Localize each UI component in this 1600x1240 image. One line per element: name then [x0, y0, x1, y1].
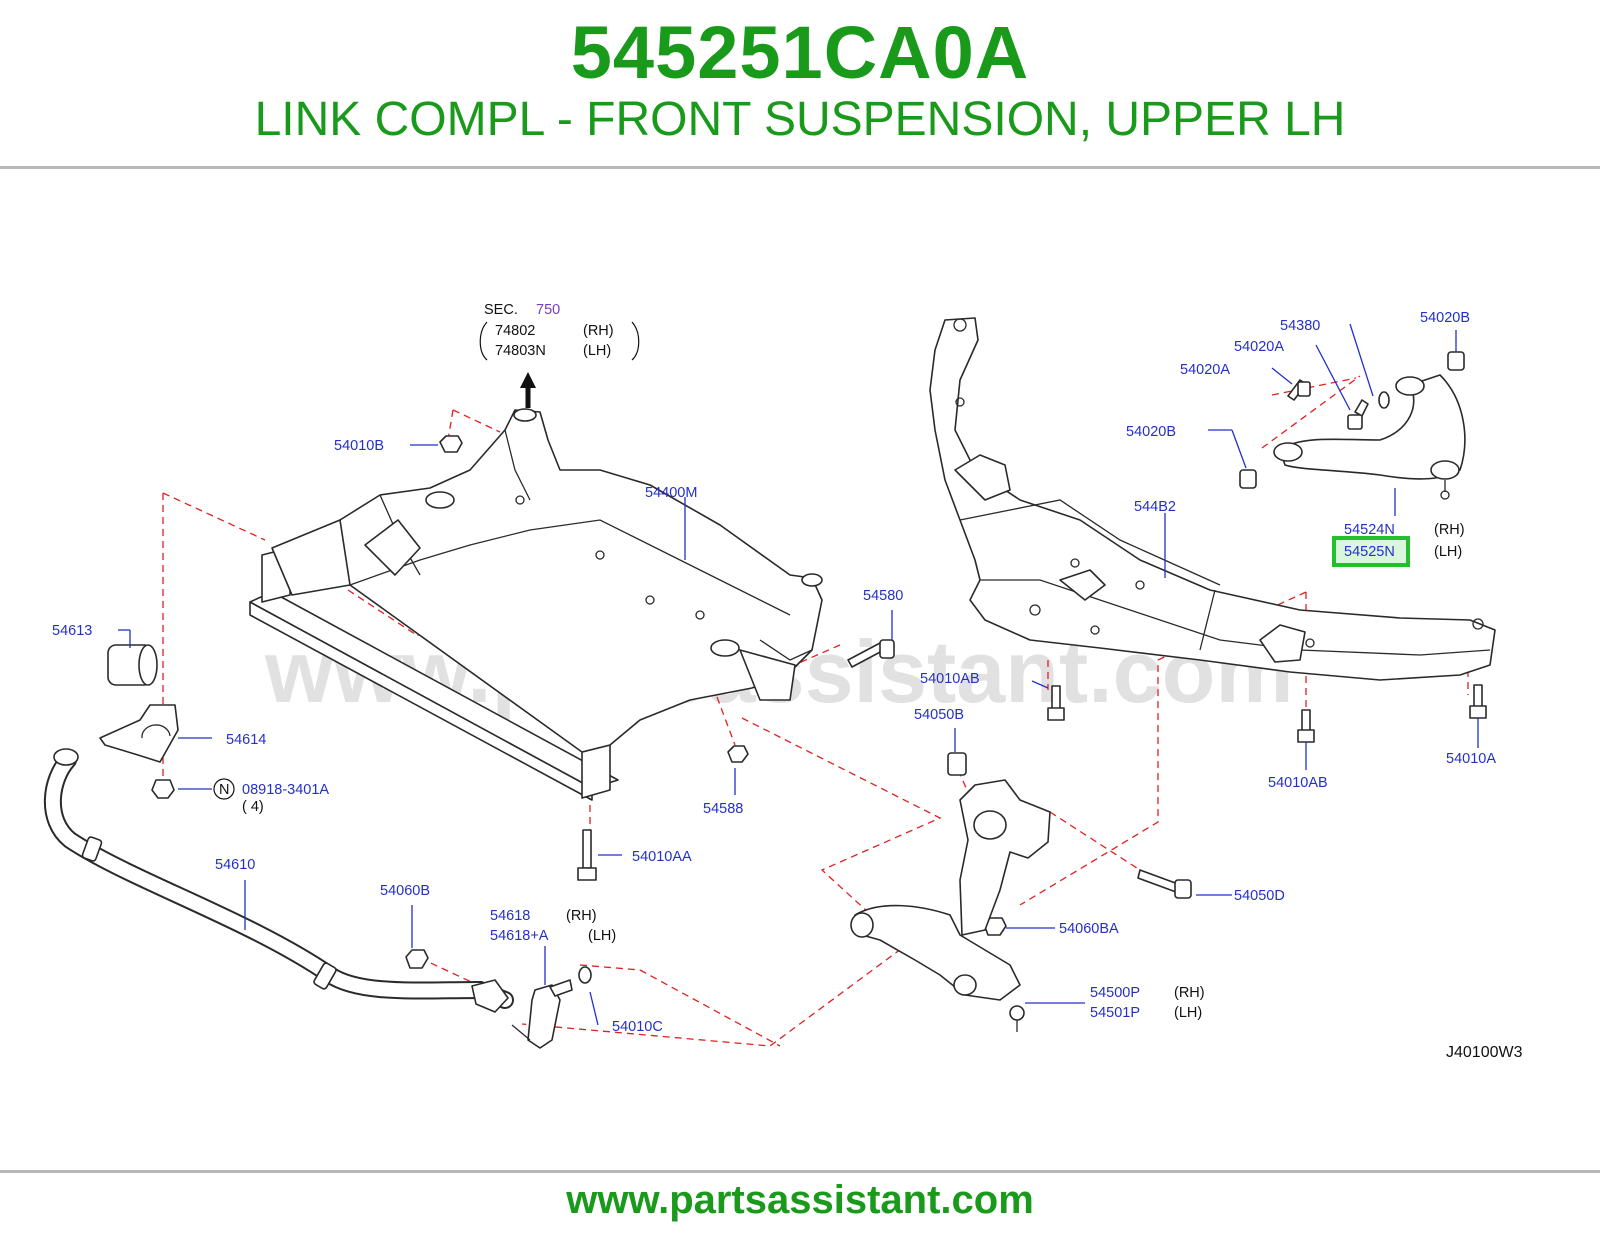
label-54060ba[interactable]: 54060BA: [1059, 921, 1119, 937]
label-54010ab-1[interactable]: 54010AB: [920, 671, 980, 687]
nut-symbol: N: [219, 782, 229, 798]
sec-arrow: [520, 372, 536, 408]
label-54524n[interactable]: 54524N: [1344, 522, 1395, 538]
label-74803n: 74803N: [495, 343, 546, 359]
label-54060b[interactable]: 54060B: [380, 883, 430, 899]
footer-url-link[interactable]: www.partsassistant.com: [566, 1178, 1034, 1222]
label-54525n-highlighted[interactable]: 54525N: [1344, 544, 1395, 560]
label-54580[interactable]: 54580: [863, 588, 903, 604]
label-54010a[interactable]: 54010A: [1446, 751, 1496, 767]
label-54588[interactable]: 54588: [703, 801, 743, 817]
highlight-box: [1332, 536, 1410, 567]
label-54050d[interactable]: 54050D: [1234, 888, 1285, 904]
label-54613[interactable]: 54613: [52, 623, 92, 639]
leader-lines: [118, 323, 1479, 1026]
label-74802-rh: (RH): [583, 323, 614, 339]
header-divider: [0, 166, 1600, 169]
label-54618-rh: (RH): [566, 908, 597, 924]
label-54010b[interactable]: 54010B: [334, 438, 384, 454]
diagram-code: J40100W3: [1446, 1044, 1523, 1061]
knuckle-lower-link-drawing: [850, 779, 1051, 1032]
label-qty-4: ( 4): [242, 799, 264, 815]
label-54020a-1[interactable]: 54020A: [1234, 339, 1284, 355]
label-54380[interactable]: 54380: [1280, 318, 1320, 334]
label-54525n-lh: (LH): [1434, 544, 1462, 560]
label-54524n-rh: (RH): [1434, 522, 1465, 538]
label-54618a-lh: (LH): [588, 928, 616, 944]
upper-link-drawing: [1273, 374, 1466, 500]
label-08918-3401a[interactable]: 08918-3401A: [242, 782, 329, 798]
label-54010ab-2[interactable]: 54010AB: [1268, 775, 1328, 791]
label-54400m[interactable]: 54400M: [645, 485, 697, 501]
callouts: SEC. 750 74802 (RH) 74803N (LH) 54010B 5…: [52, 302, 1523, 1061]
nut-symbol-circle: [213, 778, 235, 800]
label-54501p-lh: (LH): [1174, 1005, 1202, 1021]
label-54020b-top[interactable]: 54020B: [1420, 310, 1470, 326]
label-54050b[interactable]: 54050B: [914, 707, 964, 723]
sec-number-link[interactable]: 750: [536, 302, 560, 318]
stabilizer-bar-drawing: [43, 748, 514, 1013]
footer-divider: [0, 1170, 1600, 1173]
stabilizer-bushing-drawing: [99, 644, 179, 799]
label-54010c[interactable]: 54010C: [612, 1019, 663, 1035]
label-54500p[interactable]: 54500P: [1090, 985, 1140, 1001]
label-54500p-rh: (RH): [1174, 985, 1205, 1001]
label-54020a-2[interactable]: 54020A: [1180, 362, 1230, 378]
part-number-title: 545251CA0A: [570, 11, 1030, 94]
label-74803n-lh: (LH): [583, 343, 611, 359]
sec-prefix: SEC.: [484, 302, 518, 318]
label-54614[interactable]: 54614: [226, 732, 266, 748]
rear-member-drawing: [929, 317, 1496, 681]
label-54618a[interactable]: 54618+A: [490, 928, 549, 944]
label-74802: 74802: [495, 323, 535, 339]
label-54010aa[interactable]: 54010AA: [632, 849, 692, 865]
label-54501p[interactable]: 54501P: [1090, 1005, 1140, 1021]
label-544b2[interactable]: 544B2: [1134, 499, 1176, 515]
label-54618[interactable]: 54618: [490, 908, 530, 924]
stabilizer-link-drawing: [405, 949, 592, 1049]
part-description: LINK COMPL - FRONT SUSPENSION, UPPER LH: [254, 93, 1346, 146]
label-54610[interactable]: 54610: [215, 857, 255, 873]
bolts-drawing: [439, 351, 1487, 936]
suspension-member-drawing: [249, 408, 823, 801]
label-54020b-left[interactable]: 54020B: [1126, 424, 1176, 440]
